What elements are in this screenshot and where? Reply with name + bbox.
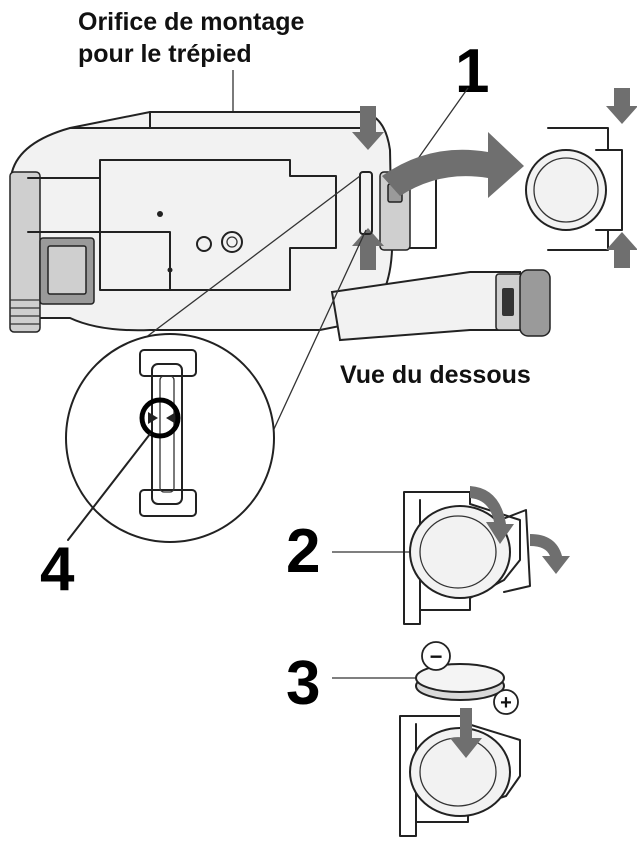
alignment-mark-circle	[139, 397, 181, 439]
coin-battery: − +	[415, 641, 519, 715]
bottom-view-label: Vue du dessous	[340, 361, 531, 389]
step-3-number: 3	[286, 649, 320, 718]
camcorder-bottom-view	[9, 106, 551, 342]
battery-holder-insert	[399, 708, 521, 837]
detail-zoom-circle	[65, 175, 367, 543]
step-4-number: 4	[40, 535, 75, 604]
removal-arrow	[382, 132, 524, 198]
tripod-label-line2: pour le trépied	[78, 40, 252, 68]
battery-minus-sign: −	[430, 644, 443, 669]
step-1-leader-line	[409, 87, 469, 171]
battery-holder-open	[403, 486, 570, 625]
tripod-label-line1: Orifice de montage	[78, 8, 305, 36]
step-1-number: 1	[455, 37, 489, 106]
step-2-number: 2	[286, 517, 320, 586]
battery-holder-removed	[525, 88, 637, 268]
battery-plus-sign: +	[500, 692, 512, 714]
